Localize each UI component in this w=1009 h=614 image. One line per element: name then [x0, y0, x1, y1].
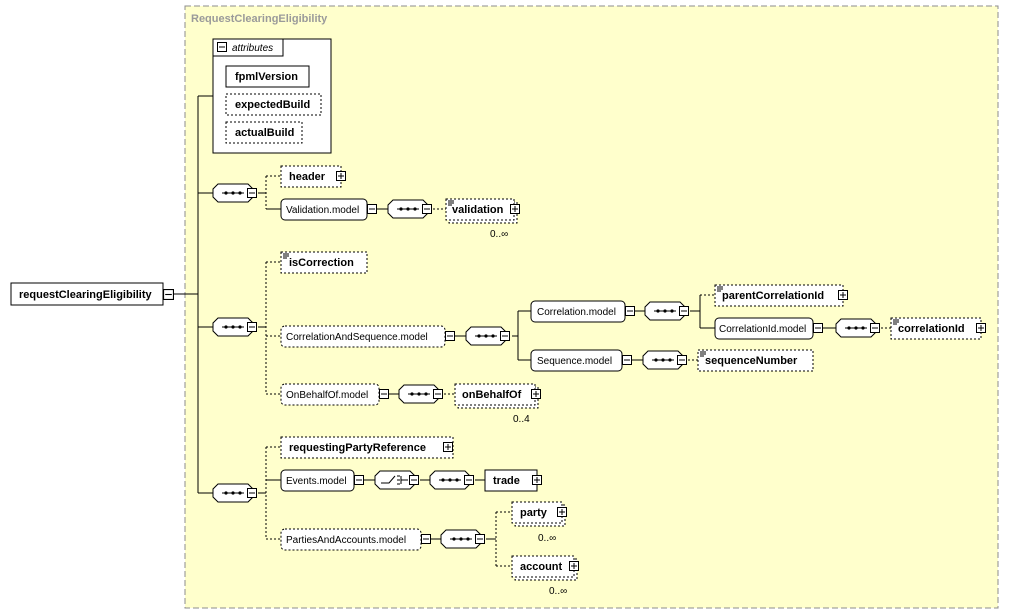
cardinality-label: 0..4 [513, 414, 530, 425]
attribute-label: fpmlVersion [235, 71, 298, 83]
sequence-compositor-validation[interactable] [387, 199, 432, 219]
element-trade[interactable]: trade [484, 469, 542, 492]
root-element[interactable]: requestClearingEligibility [10, 282, 174, 306]
group-validation-model[interactable]: Validation.model [280, 198, 377, 221]
choice-compositor-events[interactable] [374, 470, 419, 490]
sequence-compositor-sequence[interactable] [642, 350, 687, 370]
collapse-icon[interactable] [379, 389, 389, 399]
expand-icon[interactable] [531, 389, 541, 399]
element-iscorrection[interactable]: isCorrection [280, 251, 368, 274]
element-requestingpartyreference[interactable]: requestingPartyReference [280, 436, 454, 459]
group-sequence-model[interactable]: Sequence.model [530, 349, 632, 372]
sequence-compositor-2[interactable] [212, 317, 257, 337]
collapse-icon[interactable] [247, 488, 257, 498]
group-title: RequestClearingEligibility [191, 13, 328, 25]
element-parentcorrelationid[interactable]: parentCorrelationId [714, 284, 848, 307]
group-label: Validation.model [286, 205, 359, 216]
attribute-label: actualBuild [235, 127, 294, 139]
element-sequencenumber[interactable]: sequenceNumber [697, 349, 814, 372]
collapse-icon[interactable] [625, 306, 635, 316]
element-label: header [289, 171, 326, 183]
element-label: trade [493, 475, 520, 487]
collapse-icon[interactable] [813, 323, 823, 333]
attribute-expectedbuild[interactable]: expectedBuild [225, 93, 322, 116]
sequence-compositor-onbehalfof[interactable] [398, 384, 443, 404]
collapse-icon[interactable] [464, 475, 474, 485]
group-events-model[interactable]: Events.model [280, 469, 364, 492]
expand-icon[interactable] [976, 323, 986, 333]
collapse-icon[interactable] [433, 389, 443, 399]
collapse-icon[interactable] [475, 534, 485, 544]
collapse-icon[interactable] [367, 204, 377, 214]
expand-icon[interactable] [336, 171, 346, 181]
group-label: Correlation.model [537, 307, 616, 318]
element-label: onBehalfOf [462, 389, 522, 401]
connector-lines [174, 95, 891, 567]
element-party[interactable]: party 0..∞ [511, 501, 567, 544]
group-label: CorrelationId.model [719, 324, 806, 335]
group-label: Sequence.model [537, 356, 612, 367]
attribute-fpmlversion[interactable]: fpmlVersion [225, 65, 310, 88]
collapse-icon[interactable] [677, 355, 687, 365]
group-label: CorrelationAndSequence.model [286, 332, 428, 343]
cardinality-label: 0..∞ [538, 533, 556, 544]
collapse-icon[interactable] [500, 331, 510, 341]
element-correlationid[interactable]: correlationId [890, 317, 986, 340]
expand-icon[interactable] [532, 475, 542, 485]
element-label: isCorrection [289, 257, 354, 269]
expand-icon[interactable] [557, 507, 567, 517]
element-label: requestingPartyReference [289, 442, 426, 454]
element-account[interactable]: account 0..∞ [511, 555, 579, 597]
group-correlationid-model[interactable]: CorrelationId.model [714, 317, 823, 340]
element-onbehalfof[interactable]: onBehalfOf 0..4 [454, 383, 541, 425]
sequence-compositor-correlation-and-sequence[interactable] [465, 326, 510, 346]
cardinality-label: 0..∞ [490, 229, 508, 240]
attributes-box: attributes fpmlVersion expectedBuild act… [212, 38, 332, 154]
element-label: account [520, 561, 563, 573]
sequence-compositor-partiesandaccounts[interactable] [440, 529, 485, 549]
collapse-icon[interactable] [409, 475, 419, 485]
collapse-icon[interactable] [421, 534, 431, 544]
cardinality-label: 0..∞ [549, 586, 567, 597]
collapse-icon[interactable] [217, 42, 227, 52]
expand-icon[interactable] [569, 561, 579, 571]
collapse-icon[interactable] [354, 475, 364, 485]
element-header[interactable]: header [280, 165, 346, 188]
group-label: Events.model [286, 476, 347, 487]
element-label: correlationId [898, 323, 965, 335]
sequence-compositor-3[interactable] [212, 483, 257, 503]
collapse-icon[interactable] [247, 322, 257, 332]
collapse-icon[interactable] [247, 188, 257, 198]
expand-icon[interactable] [510, 204, 520, 214]
collapse-icon[interactable] [679, 306, 689, 316]
element-label: validation [452, 204, 504, 216]
sequence-compositor-events[interactable] [429, 470, 474, 490]
expand-icon[interactable] [838, 290, 848, 300]
group-label: OnBehalfOf.model [286, 390, 368, 401]
attributes-label: attributes [232, 43, 273, 54]
annotation-markers [283, 200, 899, 357]
root-element-label: requestClearingEligibility [19, 289, 153, 301]
element-label: parentCorrelationId [722, 290, 824, 302]
element-label: party [520, 507, 548, 519]
attribute-actualbuild[interactable]: actualBuild [225, 121, 303, 144]
group-partiesandaccounts-model[interactable]: PartiesAndAccounts.model [280, 528, 431, 551]
attribute-label: expectedBuild [235, 99, 310, 111]
group-correlation-and-sequence-model[interactable]: CorrelationAndSequence.model [280, 325, 455, 348]
collapse-icon[interactable] [422, 204, 432, 214]
collapse-icon[interactable] [622, 355, 632, 365]
sequence-compositor-1[interactable] [212, 183, 257, 203]
sequence-compositor-correlation[interactable] [644, 301, 689, 321]
collapse-icon[interactable] [870, 323, 880, 333]
sequence-compositor-correlationid[interactable] [835, 318, 880, 338]
collapse-icon[interactable] [163, 289, 174, 300]
group-onbehalfof-model[interactable]: OnBehalfOf.model [280, 383, 389, 406]
element-validation[interactable]: validation 0..∞ [445, 198, 520, 240]
group-correlation-model[interactable]: Correlation.model [530, 300, 635, 323]
group-label: PartiesAndAccounts.model [286, 535, 406, 546]
expand-icon[interactable] [443, 442, 453, 452]
element-label: sequenceNumber [705, 355, 798, 367]
collapse-icon[interactable] [445, 331, 455, 341]
